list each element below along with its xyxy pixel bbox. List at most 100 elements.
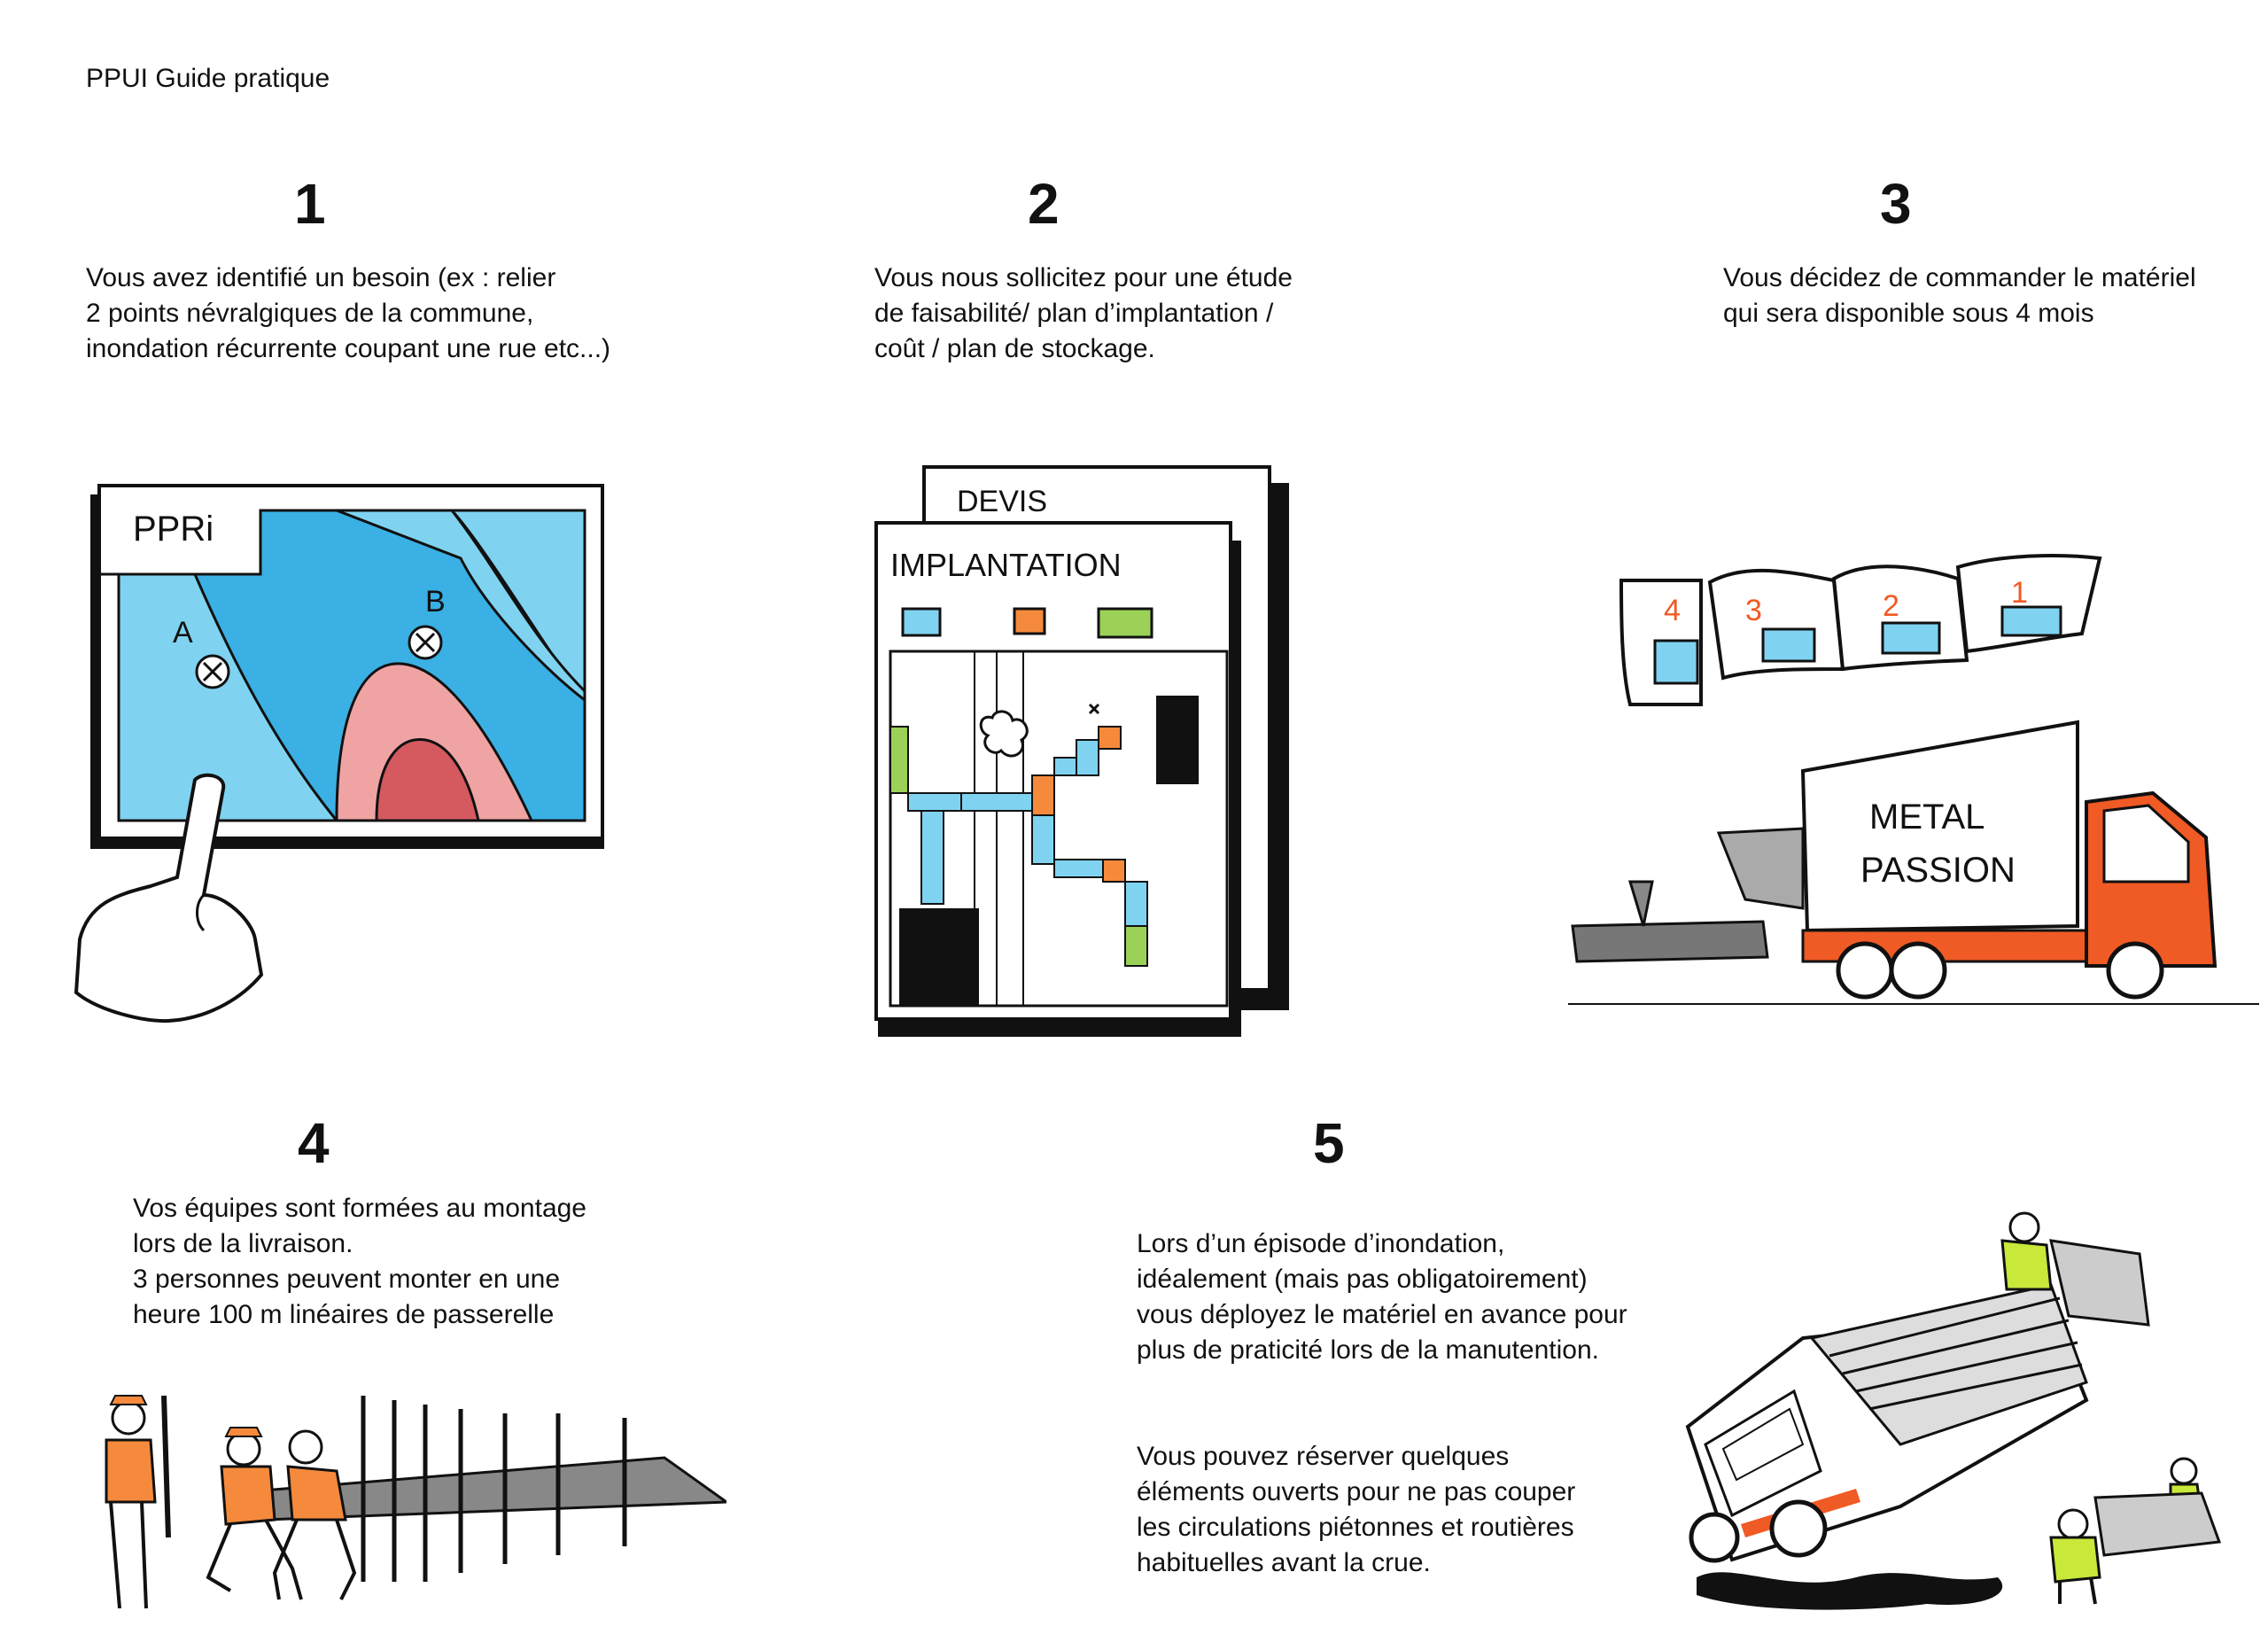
step-number-5: 5: [1313, 1111, 1345, 1175]
flood-water-shadow: [1697, 1572, 2003, 1610]
pickup-windshield: [1721, 1407, 1805, 1482]
step-number-2: 2: [1028, 172, 1060, 236]
walkway-segment: [920, 810, 944, 905]
worker-legs: [2058, 1576, 2097, 1605]
worker-kneeling-2: [272, 1429, 357, 1600]
step-text-5-paragraph-2: Vous pouvez réserver quelques éléments o…: [1137, 1442, 1576, 1577]
calendar-page-4-number: 4: [1664, 594, 1681, 627]
truck-wheel-front: [2106, 941, 2164, 1000]
page-header: PPUI Guide pratique: [86, 64, 330, 93]
step-number-3: 3: [1880, 172, 1912, 236]
truck-wheel-rear-2: [1889, 941, 1947, 1000]
helmet-icon: [109, 1395, 148, 1405]
workers-assembly-illustration: [105, 1395, 726, 1609]
map-illustration: PPRi A B: [74, 484, 604, 1023]
walkway-segment-orange: [1098, 726, 1122, 750]
map-point-a-label: A: [173, 616, 193, 650]
walkway-panel-rail: [1868, 1363, 2083, 1411]
hand-pointing-icon: [74, 773, 264, 1023]
worker-standing: [105, 1395, 171, 1609]
worker-safety-vest: [2049, 1536, 2101, 1584]
calendar-truck-illustration: 4 3 2 1 METAL PASSION: [1568, 554, 2259, 1005]
documents-illustration: DEVIS IMPLANTATION: [874, 465, 1289, 1037]
map-flood-zone-red: [375, 737, 480, 822]
walkway-post-held: [161, 1395, 171, 1538]
calendar-page-3-number: 3: [1745, 594, 1762, 627]
legend-swatch-blue: [901, 607, 942, 637]
worker-legs: [272, 1519, 357, 1600]
walkway-panel-rail: [1842, 1319, 2070, 1375]
legend-swatch-green: [1097, 607, 1153, 639]
walkway-segment-green: [1124, 925, 1148, 967]
calendar-page-1-number: 1: [2011, 576, 2028, 610]
map-point-b-cross: [415, 632, 436, 653]
worker-head: [111, 1400, 146, 1436]
worker-in-water-1: [2049, 1508, 2101, 1605]
step-text-3: Vous décidez de commander le matériel qu…: [1723, 263, 2196, 328]
map-flood-zone-edge: [336, 509, 586, 704]
legend-swatch-orange: [1013, 607, 1046, 635]
walkway-stack: [1571, 920, 1769, 963]
worker-in-water-2: [2093, 1457, 2222, 1557]
hand-finger-crease: [196, 893, 206, 932]
calendar-grid-1: [2000, 605, 2062, 637]
walkway-segment-orange: [1102, 859, 1126, 883]
walkway-panels-on-truck: [1829, 1296, 2083, 1411]
calendar-grid-2: [1881, 621, 1941, 655]
worker-head: [2170, 1457, 2198, 1485]
calendar-pages: 4 3 2 1: [1619, 554, 2102, 706]
walkway-stand: [1627, 880, 1654, 927]
calendar-grid-3: [1761, 627, 1816, 663]
walkway-segment: [960, 792, 1033, 812]
walkway-segment: [1053, 859, 1104, 878]
walkway-panel-carried: [2049, 1239, 2150, 1327]
walkway-segment-green: [889, 726, 909, 794]
step-text-5-paragraph-1: Lors d’un épisode d’inondation, idéaleme…: [1137, 1229, 1627, 1365]
tree-icon: [979, 710, 1029, 758]
walkway-posts: [361, 1396, 627, 1582]
delivery-truck: METAL PASSION: [1568, 720, 2259, 1005]
step-text-4: Vos équipes sont formées au montage lors…: [133, 1194, 586, 1329]
step-text-5: Lors d’un épisode d’inondation, idéaleme…: [1137, 1191, 1627, 1616]
worker-vest: [220, 1465, 276, 1526]
site-plan-marker: [1088, 703, 1100, 715]
worker-safety-vest: [2000, 1239, 2053, 1291]
walkway-segment: [1076, 739, 1099, 776]
site-plan-building: [899, 908, 979, 1006]
worker-legs: [206, 1519, 303, 1600]
worker-head: [226, 1431, 261, 1467]
walkway-segment-orange: [1031, 774, 1055, 816]
map-point-b-label: B: [425, 585, 446, 619]
worker-vest: [286, 1465, 347, 1522]
map-point-a-cross: [202, 661, 223, 682]
devis-label: DEVIS: [957, 485, 1047, 518]
step-text-2: Vous nous sollicitez pour une étude de f…: [874, 263, 1293, 363]
walkway-segment: [1053, 757, 1077, 776]
flood-deployment-illustration: [1685, 1211, 2222, 1610]
truck-tail-lift: [1716, 827, 1805, 910]
worker-legs: [109, 1501, 148, 1609]
implantation-label: IMPLANTATION: [890, 547, 1122, 583]
truck-cargo-box: [1800, 720, 2079, 933]
step-number-4: 4: [298, 1111, 330, 1175]
worker-on-truck: [2000, 1211, 2150, 1327]
walkway-panel-carried: [2093, 1491, 2222, 1557]
walkway-segment: [1124, 881, 1148, 927]
calendar-page-2-number: 2: [1883, 589, 1899, 623]
truck-brand-line-1: METAL: [1869, 798, 1984, 837]
step-number-1: 1: [294, 172, 326, 236]
helmet-icon: [224, 1427, 263, 1437]
pickup-wheel-side: [1689, 1512, 1740, 1563]
walkway-segment: [907, 792, 962, 812]
worker-head: [2008, 1211, 2040, 1243]
site-plan-building: [1156, 696, 1199, 784]
calendar-page-1: [1955, 554, 2102, 654]
calendar-grid-4: [1653, 639, 1699, 685]
worker-kneeling-1: [206, 1427, 303, 1600]
pickup-wheel-front: [1769, 1499, 1828, 1558]
map-label: PPRi: [133, 510, 214, 549]
worker-vest: [105, 1438, 157, 1504]
step-text-1: Vous avez identifié un besoin (ex : reli…: [86, 263, 611, 363]
worker-head: [2057, 1508, 2089, 1540]
walkway-panel-rail: [1829, 1296, 2061, 1358]
